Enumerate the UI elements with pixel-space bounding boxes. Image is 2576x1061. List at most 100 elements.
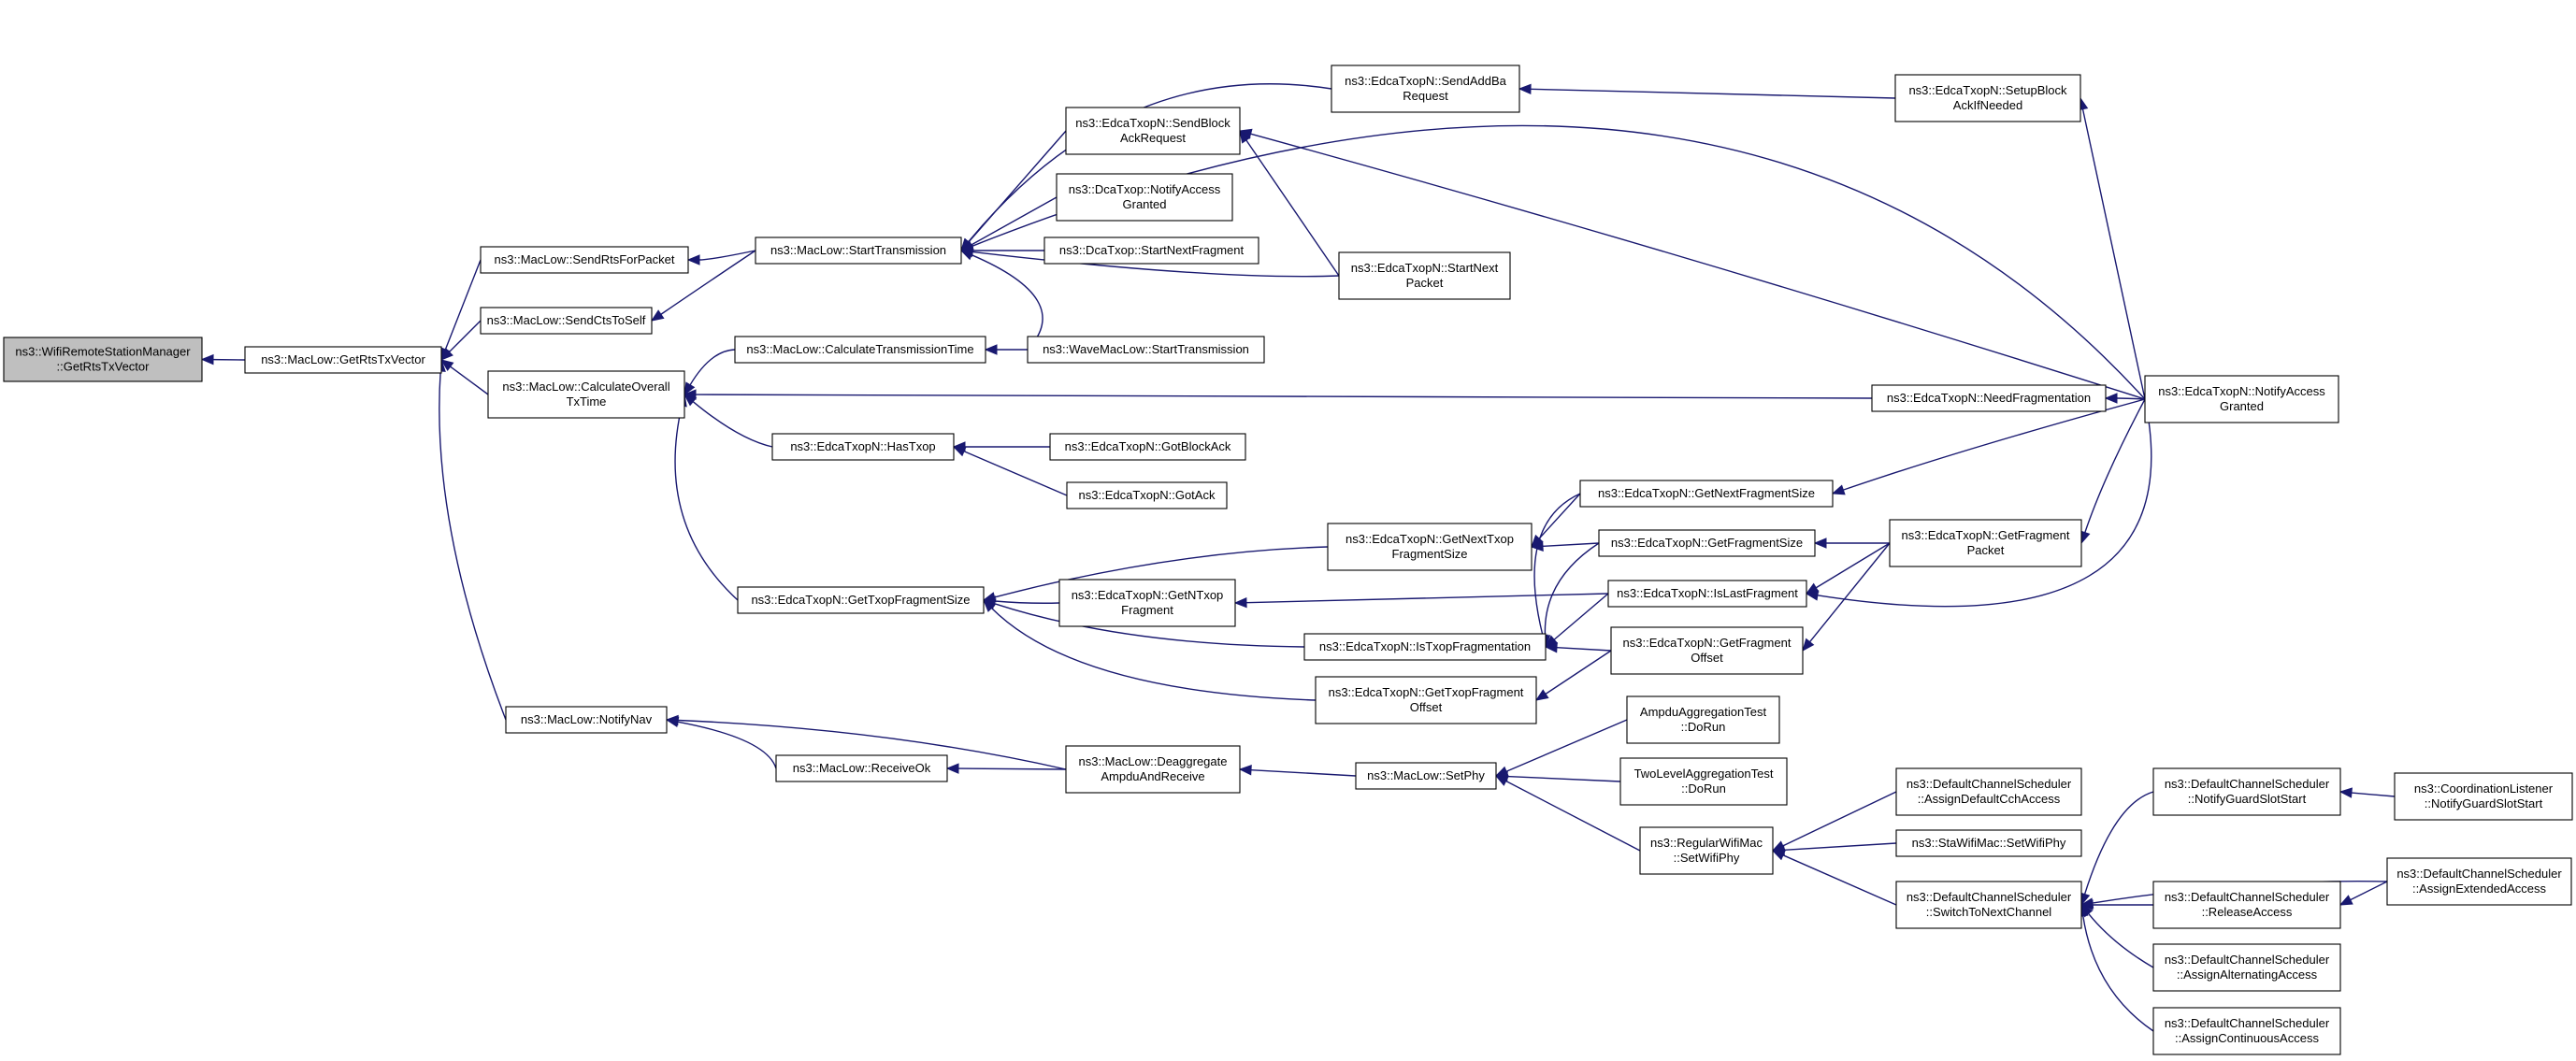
graph-node[interactable]: ns3::EdcaTxopN::GetTxopFragmentSize <box>737 586 985 614</box>
node-label: ns3::EdcaTxopN::SendAddBa <box>1345 74 1506 88</box>
node-box <box>1894 74 2081 122</box>
node-label: Request <box>1403 89 1448 103</box>
graph-node[interactable]: ns3::EdcaTxopN::GetFragmentSize <box>1598 529 1816 557</box>
graph-node[interactable]: ns3::MacLow::GetRtsTxVector <box>244 346 442 374</box>
graph-node[interactable]: ns3::DcaTxop::StartNextFragment <box>1043 237 1259 265</box>
call-edge <box>1809 542 1891 643</box>
graph-node[interactable]: ns3::MacLow::StartTransmission <box>755 237 962 265</box>
node-label: ::SetWifiPhy <box>1674 851 1740 865</box>
graph-node[interactable]: ns3::EdcaTxopN::IsTxopFragmentation <box>1303 633 1547 661</box>
graph-node[interactable]: ns3::DefaultChannelScheduler::AssignDefa… <box>1895 767 2082 816</box>
edge-arrowhead <box>959 241 974 251</box>
node-box <box>480 246 689 274</box>
node-label: ns3::DefaultChannelScheduler <box>2396 867 2562 881</box>
graph-node[interactable]: ns3::MacLow::NotifyNav <box>505 706 668 734</box>
graph-node[interactable]: ns3::DefaultChannelScheduler::AssignCont… <box>2152 1007 2341 1055</box>
edge-arrowhead <box>1238 764 1252 776</box>
node-box <box>1331 65 1520 113</box>
graph-node[interactable]: ns3::CoordinationListener::NotifyGuardSl… <box>2394 772 2573 821</box>
node-label: FragmentSize <box>1392 547 1468 561</box>
graph-node[interactable]: ns3::MacLow::ReceiveOk <box>775 754 948 782</box>
graph-node[interactable]: TwoLevelAggregationTest::DoRun <box>1619 757 1788 806</box>
call-edge <box>1815 542 1891 589</box>
node-label: ns3::WifiRemoteStationManager <box>15 345 191 359</box>
node-label: ::SwitchToNextChannel <box>1926 905 2052 919</box>
node-label: ns3::EdcaTxopN::GotAck <box>1079 488 1216 502</box>
edge-arrowhead <box>683 389 697 400</box>
node-box <box>775 754 948 782</box>
node-box <box>2152 1007 2341 1055</box>
edge-arrowhead <box>1233 596 1247 609</box>
graph-node[interactable]: ns3::MacLow::SetPhy <box>1355 762 1497 790</box>
edge-arrowhead <box>1802 638 1815 652</box>
graph-node[interactable]: AmpduAggregationTest::DoRun <box>1626 695 1780 744</box>
graph-node[interactable]: ns3::MacLow::CalculateTransmissionTime <box>734 336 986 364</box>
graph-node[interactable]: ns3::EdcaTxopN::GotAck <box>1066 481 1228 509</box>
node-label: ns3::EdcaTxopN::GetFragment <box>1902 528 2070 542</box>
node-label: ns3::MacLow::SendCtsToSelf <box>487 313 646 327</box>
edge-arrowhead <box>983 599 996 612</box>
call-edge <box>2116 397 2146 400</box>
node-box <box>1058 579 1236 627</box>
graph-node[interactable]: ns3::EdcaTxopN::NeedFragmentation <box>1871 384 2107 412</box>
node-label: ns3::MacLow::NotifyNav <box>521 712 653 726</box>
graph-node[interactable]: ns3::MacLow::SendCtsToSelf <box>480 307 653 335</box>
call-edge <box>689 349 736 386</box>
node-box <box>2394 772 2573 821</box>
graph-node[interactable]: ns3::WaveMacLow::StartTransmission <box>1027 336 1265 364</box>
node-label: Granted <box>2220 399 2264 413</box>
graph-node[interactable]: ns3::EdcaTxopN::IsLastFragment <box>1607 580 1807 608</box>
graph-node[interactable]: ns3::EdcaTxopN::GotBlockAck <box>1049 433 1246 461</box>
graph-node[interactable]: ns3::DefaultChannelScheduler::AssignExte… <box>2386 857 2572 906</box>
node-box <box>1579 480 1834 508</box>
graph-node[interactable]: ns3::DefaultChannelScheduler::NotifyGuar… <box>2152 767 2341 816</box>
call-edge <box>2084 398 2146 533</box>
edge-arrowhead <box>200 353 214 366</box>
graph-node[interactable]: ns3::EdcaTxopN::HasTxop <box>771 433 955 461</box>
node-box <box>1895 829 2082 857</box>
graph-node[interactable]: ns3::DefaultChannelScheduler::AssignAlte… <box>2152 943 2341 992</box>
node-label: AckRequest <box>1120 131 1186 145</box>
node-label: ns3::DefaultChannelScheduler <box>2165 777 2330 791</box>
call-edge <box>1530 88 1896 99</box>
graph-node[interactable]: ns3::WifiRemoteStationManager::GetRtsTxV… <box>3 337 203 382</box>
call-edge <box>698 250 756 261</box>
graph-node[interactable]: ns3::DefaultChannelScheduler::ReleaseAcc… <box>2152 881 2341 929</box>
edge-arrowhead <box>439 359 454 372</box>
graph-node[interactable]: ns3::DefaultChannelScheduler::SwitchToNe… <box>1895 881 2082 929</box>
call-edge <box>1245 593 1609 604</box>
graph-node[interactable]: ns3::StaWifiMac::SetWifiPhy <box>1895 829 2082 857</box>
node-box <box>2144 375 2339 423</box>
graph-node[interactable]: ns3::MacLow::SendRtsForPacket <box>480 246 689 274</box>
edge-arrowhead <box>684 381 696 396</box>
node-label: ns3::EdcaTxopN::StartNext <box>1351 261 1499 275</box>
node-label: ::GetRtsTxVector <box>57 360 151 374</box>
node-label: ns3::CoordinationListener <box>2414 781 2554 796</box>
node-box <box>1607 580 1807 608</box>
node-label: ns3::RegularWifiMac <box>1650 836 1763 850</box>
call-edge <box>1506 775 1621 782</box>
call-edge <box>439 370 507 721</box>
call-edges <box>200 83 2396 1032</box>
node-box <box>755 237 962 265</box>
node-label: ns3::EdcaTxopN::GotBlockAck <box>1065 439 1231 453</box>
edge-arrowhead <box>1544 641 1558 653</box>
call-graph-nodes: ns3::WifiRemoteStationManager::GetRtsTxV… <box>3 65 2573 1055</box>
graph-node[interactable]: ns3::EdcaTxopN::GetNextFragmentSize <box>1579 480 1834 508</box>
edge-arrowhead <box>1813 538 1827 549</box>
graph-node[interactable]: ns3::RegularWifiMac::SetWifiPhy <box>1639 826 1774 875</box>
node-box <box>3 337 203 382</box>
